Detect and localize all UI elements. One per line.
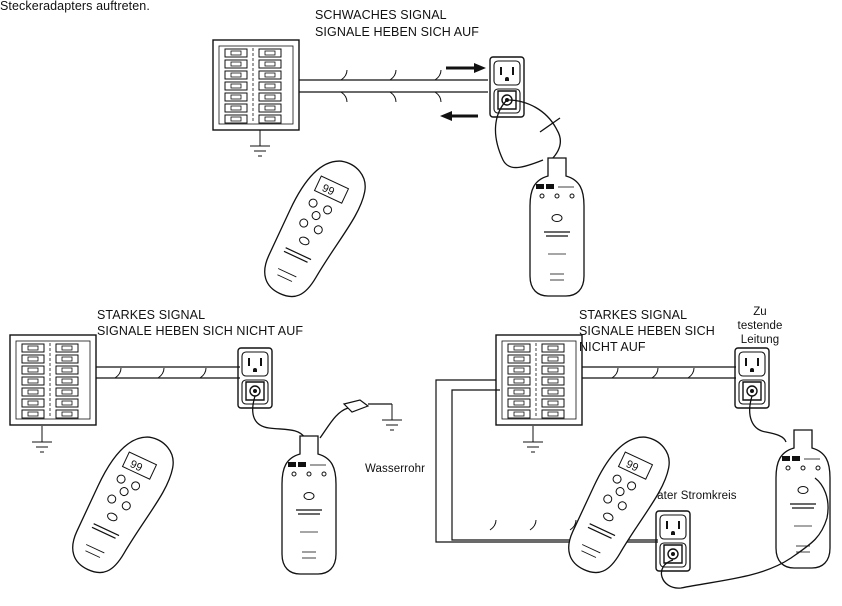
- test-line-label-3: Leitung: [740, 334, 780, 346]
- arrow-right-icon: [474, 63, 486, 73]
- receiver-top: [255, 148, 376, 310]
- receiver-left: [63, 424, 184, 586]
- ground-icon: [381, 403, 403, 431]
- test-line-label-2: testende: [737, 320, 783, 332]
- left-signal-subtitle: SIGNALE HEBEN SICH NICHT AUF: [97, 324, 304, 338]
- signal-ripples-top: [340, 69, 442, 103]
- breaker-panel-right: [496, 335, 582, 425]
- right-signal-subtitle-2: NICHT AUF: [579, 340, 646, 354]
- top-signal-title: SCHWACHES SIGNAL: [315, 8, 447, 22]
- alligator-clip-icon: [342, 399, 370, 413]
- transmitter-top: [529, 157, 585, 297]
- water-pipe-label: Wasserrohr: [365, 463, 425, 475]
- test-line-label-1: Zu: [753, 306, 767, 318]
- signal-ripples-separate: [489, 519, 577, 531]
- ground-icon: [249, 129, 271, 157]
- signal-ripples-left: [114, 367, 207, 379]
- arrow-left-icon: [440, 111, 452, 121]
- breaker-panel-left: [10, 335, 96, 425]
- ground-icon: [31, 425, 53, 453]
- ground-icon: [522, 425, 544, 453]
- breaker-panel-top: [213, 40, 299, 130]
- signal-ripples-right: [611, 367, 695, 379]
- right-signal-title: STARKES SIGNAL: [579, 308, 688, 322]
- receiver-right: [559, 424, 680, 586]
- right-signal-subtitle: SIGNALE HEBEN SICH: [579, 324, 715, 338]
- intro-text: Steckeradapters auftreten.: [0, 0, 150, 13]
- transmitter-left: [281, 435, 337, 575]
- top-signal-subtitle: SIGNALE HEBEN SICH AUF: [315, 25, 480, 39]
- left-signal-title: STARKES SIGNAL: [97, 308, 206, 322]
- transmitter-right: [775, 429, 831, 569]
